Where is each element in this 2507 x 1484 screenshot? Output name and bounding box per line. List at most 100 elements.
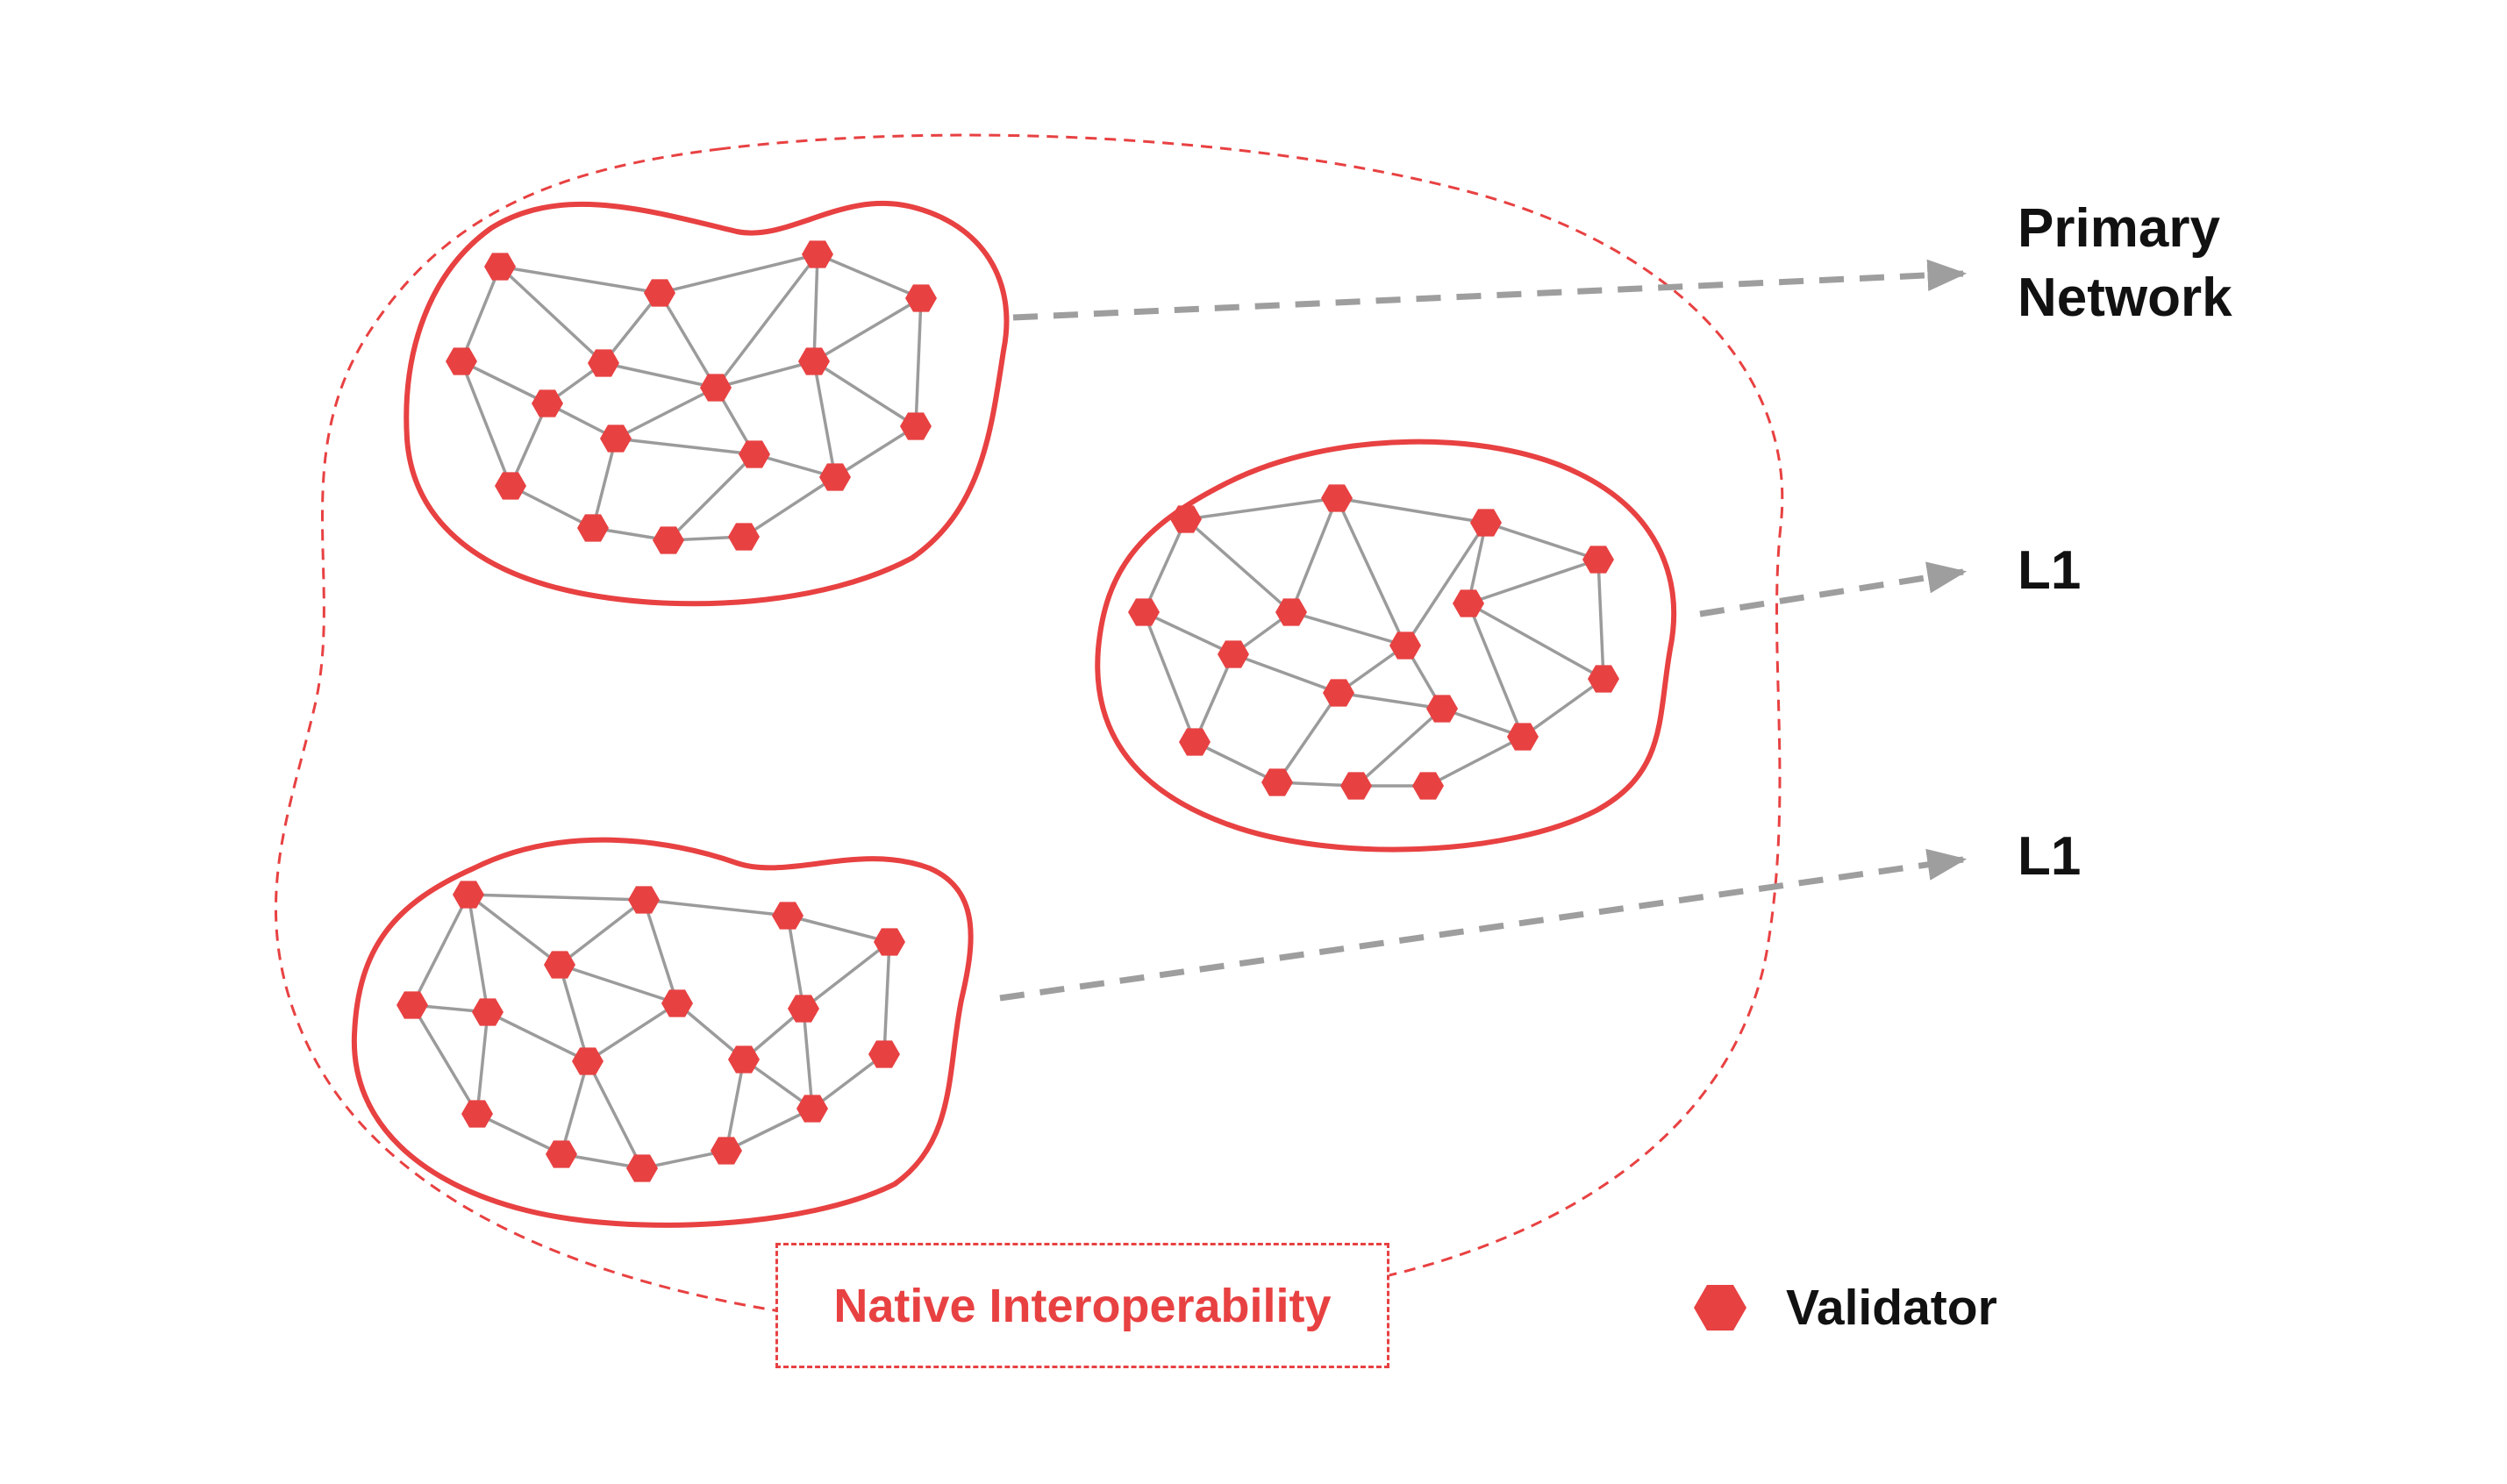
- validator-node: [1426, 695, 1458, 723]
- validator-node: [453, 881, 484, 909]
- network-edge: [1336, 496, 1487, 524]
- cluster-outline-l1-top: [1095, 439, 1677, 853]
- network-edge: [1184, 517, 1293, 614]
- validator-node: [1412, 772, 1444, 800]
- network-edge: [1143, 610, 1234, 656]
- network-edge: [1275, 692, 1340, 783]
- network-edge: [714, 253, 819, 389]
- arrow-l1-bottom: [999, 848, 1968, 1002]
- legend-validator-label: Validator: [1786, 1280, 1997, 1336]
- network-edge: [603, 361, 717, 389]
- native-interoperability-label: Native Interoperability: [833, 1279, 1332, 1332]
- network-edge: [1335, 497, 1407, 646]
- validator-node: [728, 1045, 760, 1074]
- network-edge: [468, 893, 645, 902]
- network-edge: [1468, 602, 1604, 681]
- network-edge: [1485, 521, 1599, 561]
- validator-node: [900, 412, 932, 440]
- validator-node: [772, 902, 804, 930]
- network-edge: [467, 894, 489, 1013]
- network-edge: [1185, 496, 1338, 521]
- validator-node: [472, 998, 504, 1026]
- validator-node: [819, 463, 851, 491]
- native-interoperability-box: Native Interoperability: [775, 1243, 1389, 1368]
- network-edge: [812, 253, 819, 362]
- validator-node: [798, 347, 830, 375]
- validator-node: [600, 425, 632, 453]
- network-edge: [411, 894, 470, 1006]
- network-edge: [787, 914, 890, 944]
- validator-node: [1321, 484, 1353, 512]
- validator-node: [1582, 546, 1614, 574]
- validator-node: [1218, 640, 1249, 668]
- network-edge: [658, 292, 718, 389]
- network-edge: [487, 1010, 589, 1063]
- network-edge: [1193, 653, 1235, 743]
- network-edge: [725, 1107, 813, 1152]
- network-edge: [1289, 497, 1339, 613]
- cluster-outline-primary-network: [404, 200, 1010, 607]
- validator-node: [546, 1140, 577, 1168]
- validator-node: [1507, 723, 1539, 751]
- network-edge: [467, 893, 561, 967]
- validator-node: [626, 1154, 658, 1182]
- network-edge: [743, 475, 836, 539]
- label-l1-bottom: L1: [2018, 826, 2082, 887]
- validator-node: [1128, 598, 1160, 626]
- cluster-l1-top: [1095, 439, 1677, 853]
- network-edge: [461, 360, 548, 405]
- validator-node: [484, 253, 516, 281]
- network-edge: [1142, 518, 1188, 613]
- cluster-primary-network: [404, 200, 1010, 607]
- network-edge: [498, 265, 605, 365]
- network-edge: [659, 253, 818, 295]
- network-edge: [1521, 677, 1605, 738]
- validator-icon: [1694, 1285, 1746, 1331]
- network-edge: [586, 1060, 644, 1169]
- validator-node: [653, 526, 684, 554]
- network-edge: [587, 1002, 678, 1063]
- arrow-primary-network: [1012, 259, 1968, 321]
- network-edge: [460, 266, 502, 362]
- validator-node: [1340, 772, 1372, 800]
- label-primary-network: Primary Network: [2018, 198, 2232, 328]
- network-edge: [742, 1058, 814, 1110]
- legend: Validator: [1693, 1279, 1997, 1337]
- validator-node: [1453, 589, 1484, 617]
- network-edge: [560, 1060, 589, 1155]
- validator-node: [788, 995, 819, 1023]
- network-edge: [1232, 653, 1339, 695]
- network-edge: [1290, 610, 1406, 647]
- network-edge: [914, 297, 923, 427]
- network-edge: [591, 438, 618, 529]
- network-edge: [499, 265, 661, 295]
- network-edge: [675, 1002, 746, 1061]
- network-edge: [559, 963, 678, 1005]
- network-edge: [802, 940, 891, 1010]
- validator-node: [700, 374, 732, 402]
- network-edge: [643, 898, 789, 917]
- validator-node: [661, 989, 693, 1017]
- network-edge: [558, 898, 646, 967]
- validator-node: [532, 389, 563, 417]
- validator-node: [1275, 598, 1307, 626]
- validator-node: [802, 240, 833, 268]
- label-l1-top: L1: [2018, 540, 2082, 601]
- validator-node: [644, 279, 675, 307]
- validator-node: [874, 928, 905, 956]
- network-edge: [715, 360, 815, 389]
- network-edge: [1142, 611, 1196, 743]
- validator-node: [1323, 679, 1354, 707]
- network-edge: [725, 1059, 746, 1152]
- validator-node: [446, 347, 477, 375]
- network-edge: [882, 941, 891, 1055]
- network-edge: [509, 403, 549, 487]
- network-edge: [642, 899, 679, 1004]
- validator-node: [728, 523, 760, 551]
- cluster-l1-bottom: [351, 837, 974, 1228]
- network-edge: [1403, 522, 1488, 646]
- outer-boundary: [275, 133, 1784, 1326]
- validator-node: [1179, 728, 1211, 756]
- network-edge: [813, 360, 917, 428]
